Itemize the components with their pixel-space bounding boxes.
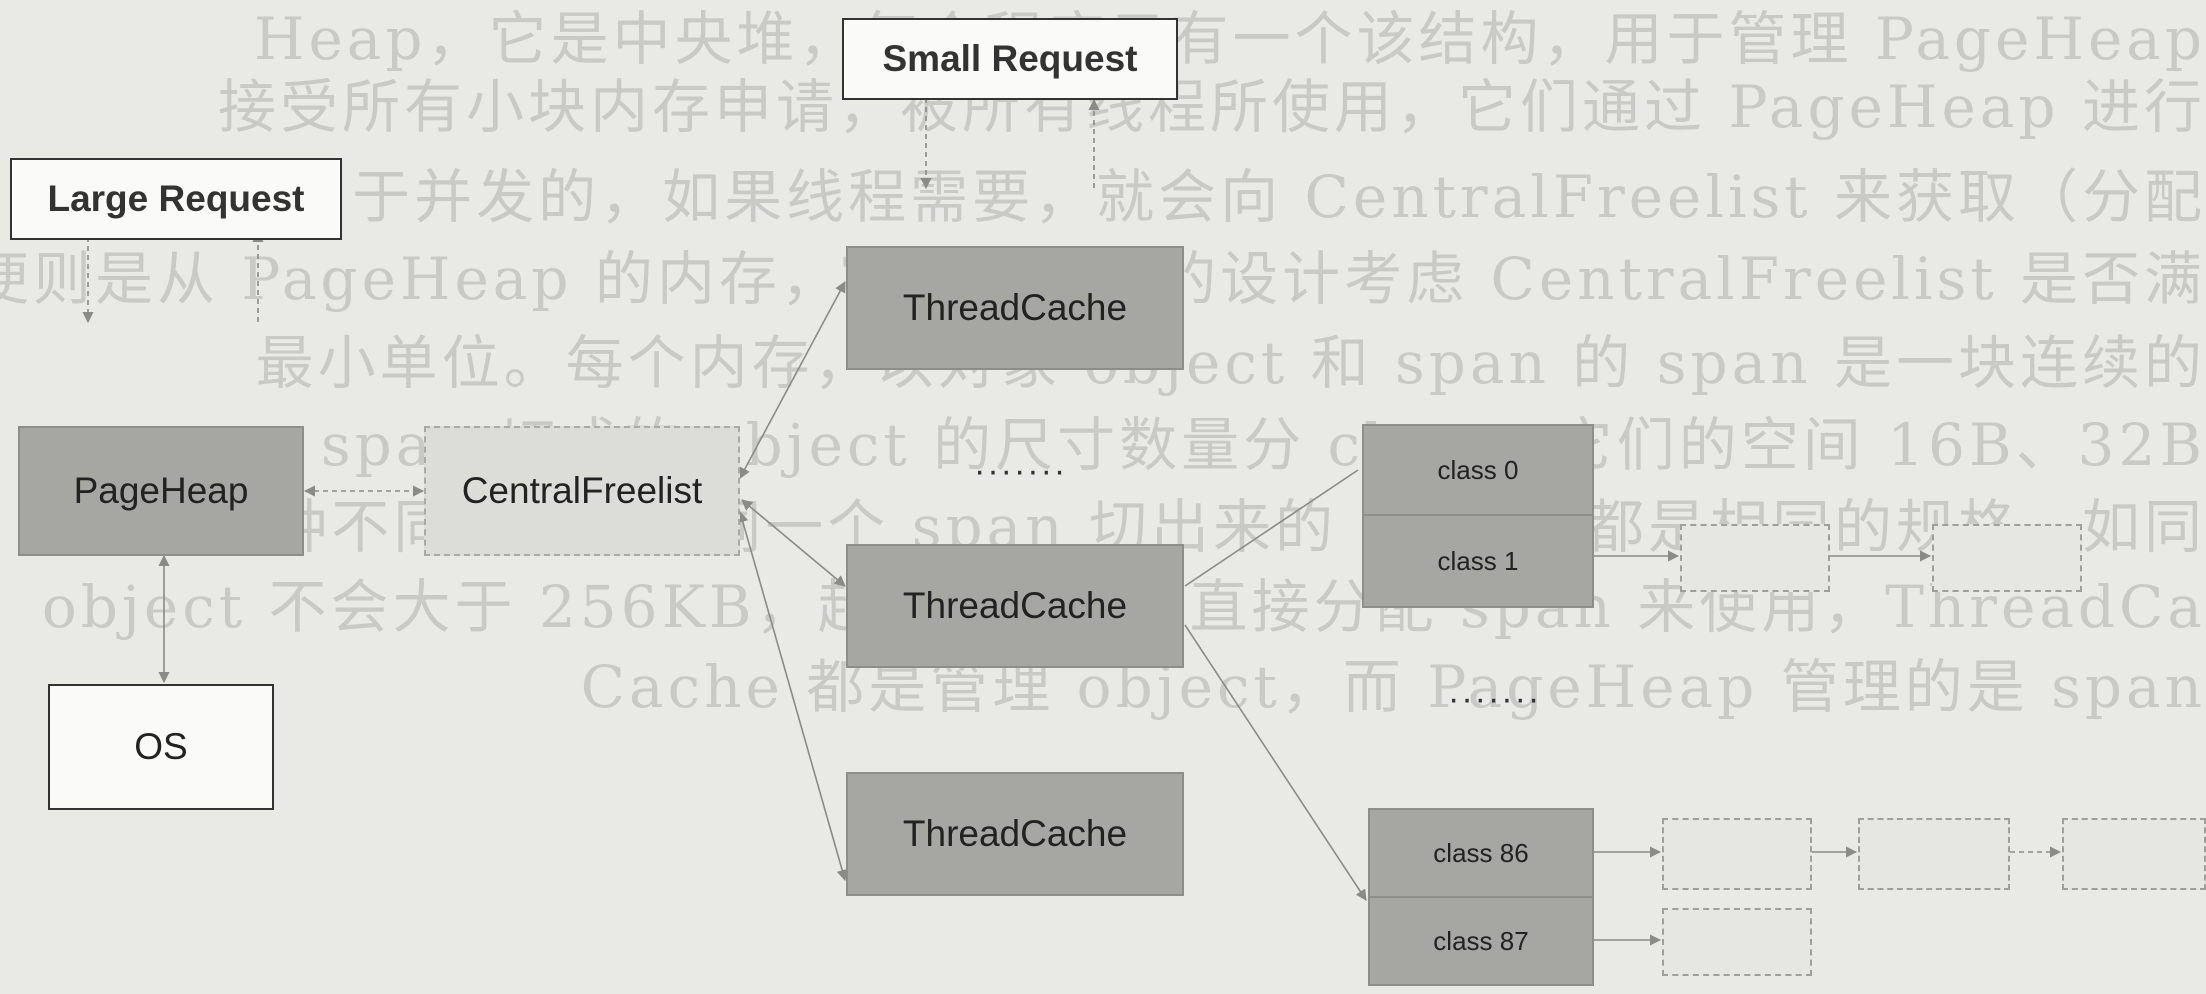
pageheap-label: PageHeap bbox=[73, 470, 249, 511]
threadcache-mid-label: ThreadCache bbox=[902, 585, 1128, 626]
pageheap-box: PageHeap bbox=[18, 426, 304, 556]
threadcache-bottom-label: ThreadCache bbox=[902, 813, 1128, 854]
line-threadcache-to-class-top bbox=[1184, 469, 1359, 587]
class-1-freelist-node bbox=[1932, 524, 2082, 592]
class-1-box: class 1 bbox=[1362, 514, 1594, 608]
large-request-label: Large Request bbox=[47, 178, 305, 219]
class-87-box: class 87 bbox=[1368, 896, 1594, 986]
arrow-centralfreelist-threadcache-top bbox=[739, 281, 846, 479]
threadcache-ellipsis: ······· bbox=[974, 452, 1068, 490]
arrow-centralfreelist-threadcache-bottom bbox=[737, 510, 848, 882]
threadcache-bottom-box: ThreadCache bbox=[846, 772, 1184, 896]
threadcache-top-label: ThreadCache bbox=[902, 287, 1128, 328]
class-1-freelist-node bbox=[1680, 524, 1830, 592]
class-86-freelist-node bbox=[2062, 818, 2206, 890]
os-box: OS bbox=[48, 684, 274, 810]
centralfreelist-label: CentralFreelist bbox=[461, 470, 703, 511]
class-86-label: class 86 bbox=[1433, 837, 1529, 868]
small-request-box: Small Request bbox=[842, 18, 1178, 100]
centralfreelist-box: CentralFreelist bbox=[424, 426, 740, 556]
class-0-box: class 0 bbox=[1362, 424, 1594, 516]
line-threadcache-to-class-bottom bbox=[1184, 624, 1367, 901]
class-86-box: class 86 bbox=[1368, 808, 1594, 898]
large-request-box: Large Request bbox=[10, 158, 342, 240]
class-0-label: class 0 bbox=[1437, 454, 1519, 485]
class-87-label: class 87 bbox=[1433, 925, 1529, 956]
class-ellipsis: ······· bbox=[1448, 680, 1542, 718]
os-label: OS bbox=[134, 726, 188, 767]
class-86-freelist-node bbox=[1662, 818, 1812, 890]
class-1-label: class 1 bbox=[1437, 545, 1519, 576]
class-86-freelist-node bbox=[1858, 818, 2010, 890]
threadcache-mid-box: ThreadCache bbox=[846, 544, 1184, 668]
class-87-freelist-node bbox=[1662, 908, 1812, 976]
threadcache-top-box: ThreadCache bbox=[846, 246, 1184, 370]
small-request-label: Small Request bbox=[882, 38, 1138, 79]
